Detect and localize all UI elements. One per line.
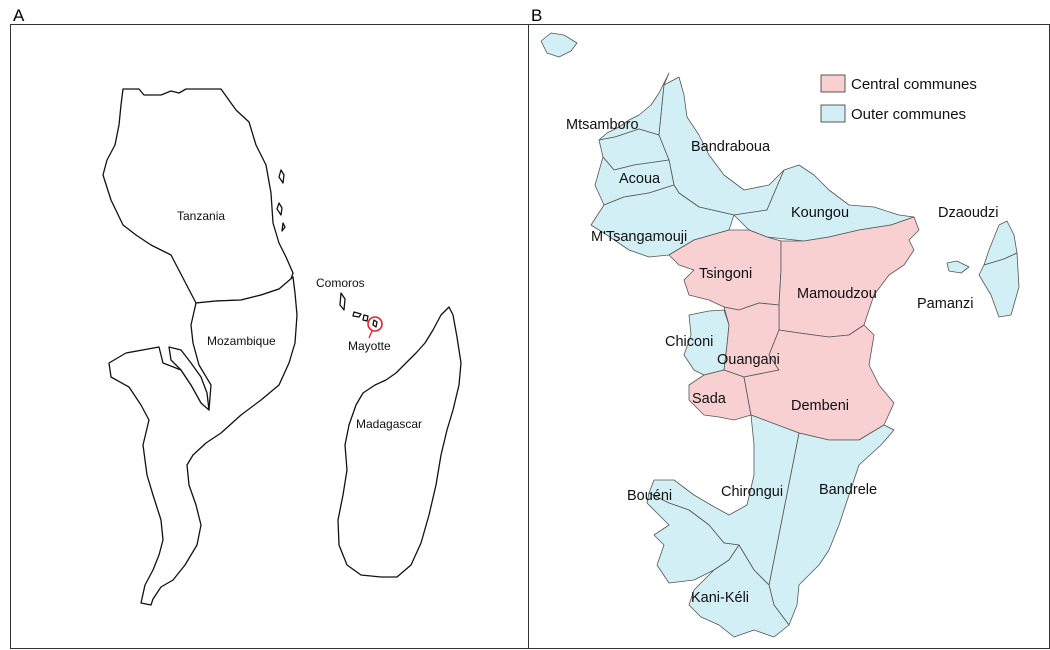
commune-koungou-shape bbox=[733, 164, 915, 242]
commune-kanikeli-shape bbox=[688, 544, 790, 638]
madagascar-shape bbox=[337, 306, 462, 578]
mafia-island bbox=[281, 222, 286, 232]
legend-swatch-central bbox=[820, 74, 846, 93]
pemba-island bbox=[276, 202, 283, 216]
malawi-strip-shape bbox=[168, 346, 210, 411]
label-chiconi: Chiconi bbox=[665, 334, 713, 350]
commune-dzaoudzi-rock bbox=[946, 260, 970, 274]
label-ouangani: Ouangani bbox=[717, 352, 780, 368]
label-koungou: Koungou bbox=[791, 205, 849, 221]
mayotte-highlight-circle bbox=[367, 316, 383, 332]
label-kanikeli: Kani-Kéli bbox=[691, 590, 749, 606]
label-chirongui: Chirongui bbox=[721, 484, 783, 500]
label-mayotte: Mayotte bbox=[348, 339, 391, 353]
commune-islet-north bbox=[540, 32, 578, 58]
anjouan-island bbox=[362, 314, 369, 322]
label-mtsamboro: Mtsamboro bbox=[566, 117, 639, 133]
moheli-island bbox=[352, 311, 362, 318]
label-bandrele: Bandrele bbox=[819, 482, 877, 498]
label-dembeni: Dembeni bbox=[791, 398, 849, 414]
label-tanzania: Tanzania bbox=[177, 209, 225, 223]
panel-b-letter: B bbox=[531, 6, 543, 25]
zanzibar-island bbox=[278, 169, 285, 184]
label-bandraboua: Bandraboua bbox=[691, 139, 771, 155]
legend-label-outer: Outer communes bbox=[851, 106, 966, 123]
legend-label-central: Central communes bbox=[851, 76, 977, 93]
label-tsingoni: Tsingoni bbox=[699, 266, 752, 282]
commune-boueni-shape bbox=[646, 492, 740, 584]
mayotte-island-small bbox=[372, 319, 378, 328]
mozambique-shape bbox=[108, 276, 298, 606]
legend-swatch-outer bbox=[820, 104, 846, 123]
regional-map-svg: Tanzania Mozambique Comoros Mayotte Mada… bbox=[102, 88, 462, 606]
panel-b-communes-map: Mtsamboro Bandraboua Acoua Koungou Dzaou… bbox=[528, 24, 1050, 649]
panel-a-regional-map: Tanzania Mozambique Comoros Mayotte Mada… bbox=[10, 24, 529, 649]
label-madagascar: Madagascar bbox=[356, 417, 422, 431]
label-acoua: Acoua bbox=[619, 171, 661, 187]
panel-a-letter: A bbox=[13, 6, 25, 25]
commune-pamanzi-shape bbox=[978, 252, 1020, 318]
commune-sada-shape bbox=[688, 369, 752, 421]
label-dzaoudzi: Dzaoudzi bbox=[938, 205, 998, 221]
label-mtsangamouji: M'Tsangamouji bbox=[591, 229, 687, 245]
label-comoros: Comoros bbox=[316, 276, 365, 290]
commune-dembeni-shape bbox=[743, 324, 895, 441]
label-boueni: Bouéni bbox=[627, 488, 672, 504]
communes-map-svg: Mtsamboro Bandraboua Acoua Koungou Dzaou… bbox=[540, 32, 1020, 638]
label-mamoudzou: Mamoudzou bbox=[797, 286, 877, 302]
label-mozambique: Mozambique bbox=[207, 334, 276, 348]
mayotte-pointer-line bbox=[368, 330, 373, 339]
label-pamanzi: Pamanzi bbox=[917, 296, 973, 312]
grande-comore-island bbox=[339, 292, 346, 311]
legend: Central communes Outer communes bbox=[820, 74, 977, 123]
tanzania-shape bbox=[102, 88, 294, 304]
label-sada: Sada bbox=[692, 391, 727, 407]
